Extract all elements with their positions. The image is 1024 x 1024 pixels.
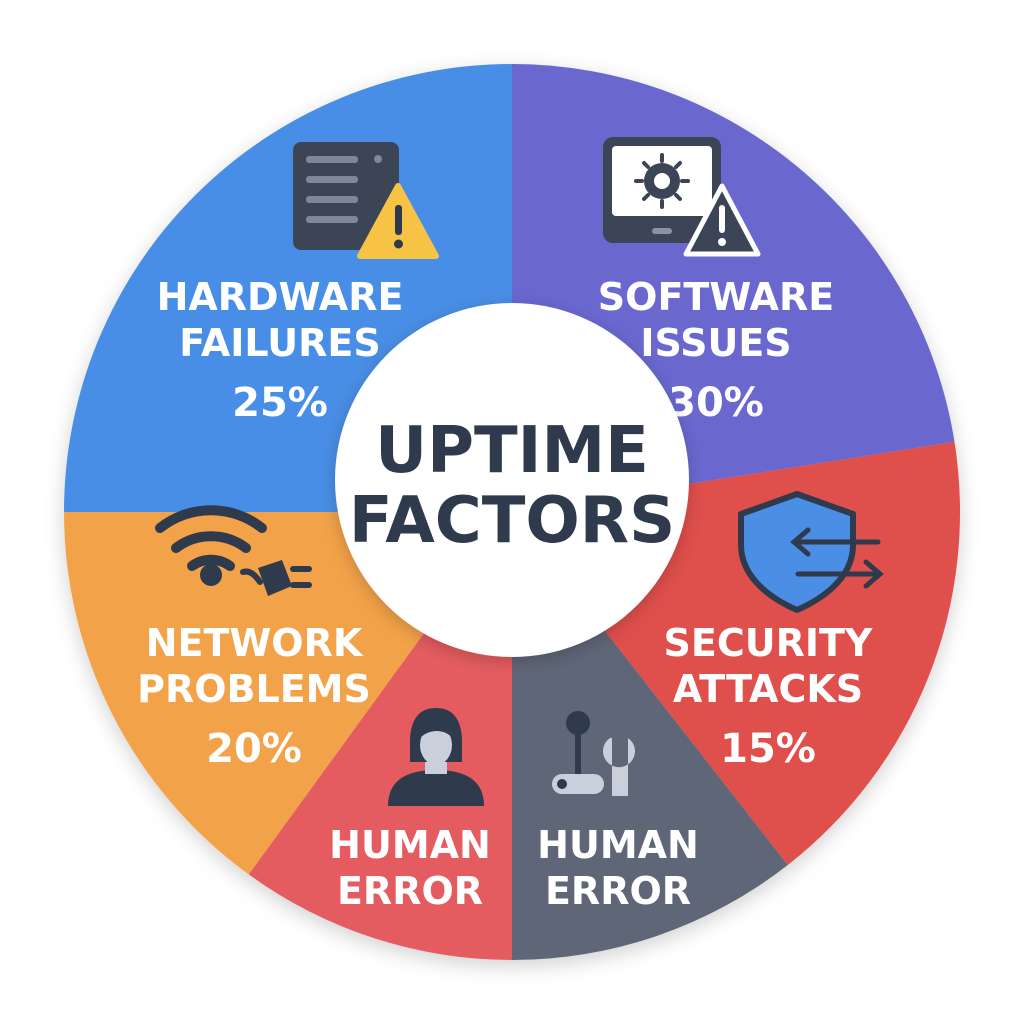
bug-monitor-warning-icon — [603, 137, 761, 257]
slice-label-line: HUMAN — [329, 823, 491, 867]
slice-label-line: NETWORK — [146, 621, 364, 665]
slice-icons — [155, 137, 884, 806]
slice-value-label: 30% — [668, 380, 764, 426]
joystick-wrench-icon — [552, 711, 635, 796]
slice-label-line: HUMAN — [537, 823, 699, 867]
person-icon — [388, 708, 484, 806]
slice-label-line: HARDWARE — [157, 275, 404, 319]
slice-value-label: 15% — [720, 726, 816, 772]
slice-label-line: ISSUES — [640, 321, 791, 365]
shield-arrows-icon — [738, 491, 884, 613]
slice-value-label: 20% — [206, 726, 302, 772]
chart-title-line-1: UPTIME — [375, 414, 649, 488]
slice-label-line: SECURITY — [664, 621, 873, 665]
slice-label-line: ERROR — [337, 869, 483, 913]
chart-title-line-2: FACTORS — [349, 484, 675, 558]
server-warning-icon — [293, 142, 439, 259]
slice-label-line: PROBLEMS — [137, 667, 371, 711]
slice-label-line: FAILURES — [179, 321, 380, 365]
slice-label-line: SOFTWARE — [598, 275, 834, 319]
center-badge: UPTIME FACTORS — [335, 303, 689, 657]
slice-label-line: ERROR — [545, 869, 691, 913]
slice-label-line: ATTACKS — [673, 667, 863, 711]
center-circle — [335, 303, 689, 657]
slice-value-label: 25% — [232, 380, 328, 426]
wifi-plug-icon — [155, 505, 312, 596]
